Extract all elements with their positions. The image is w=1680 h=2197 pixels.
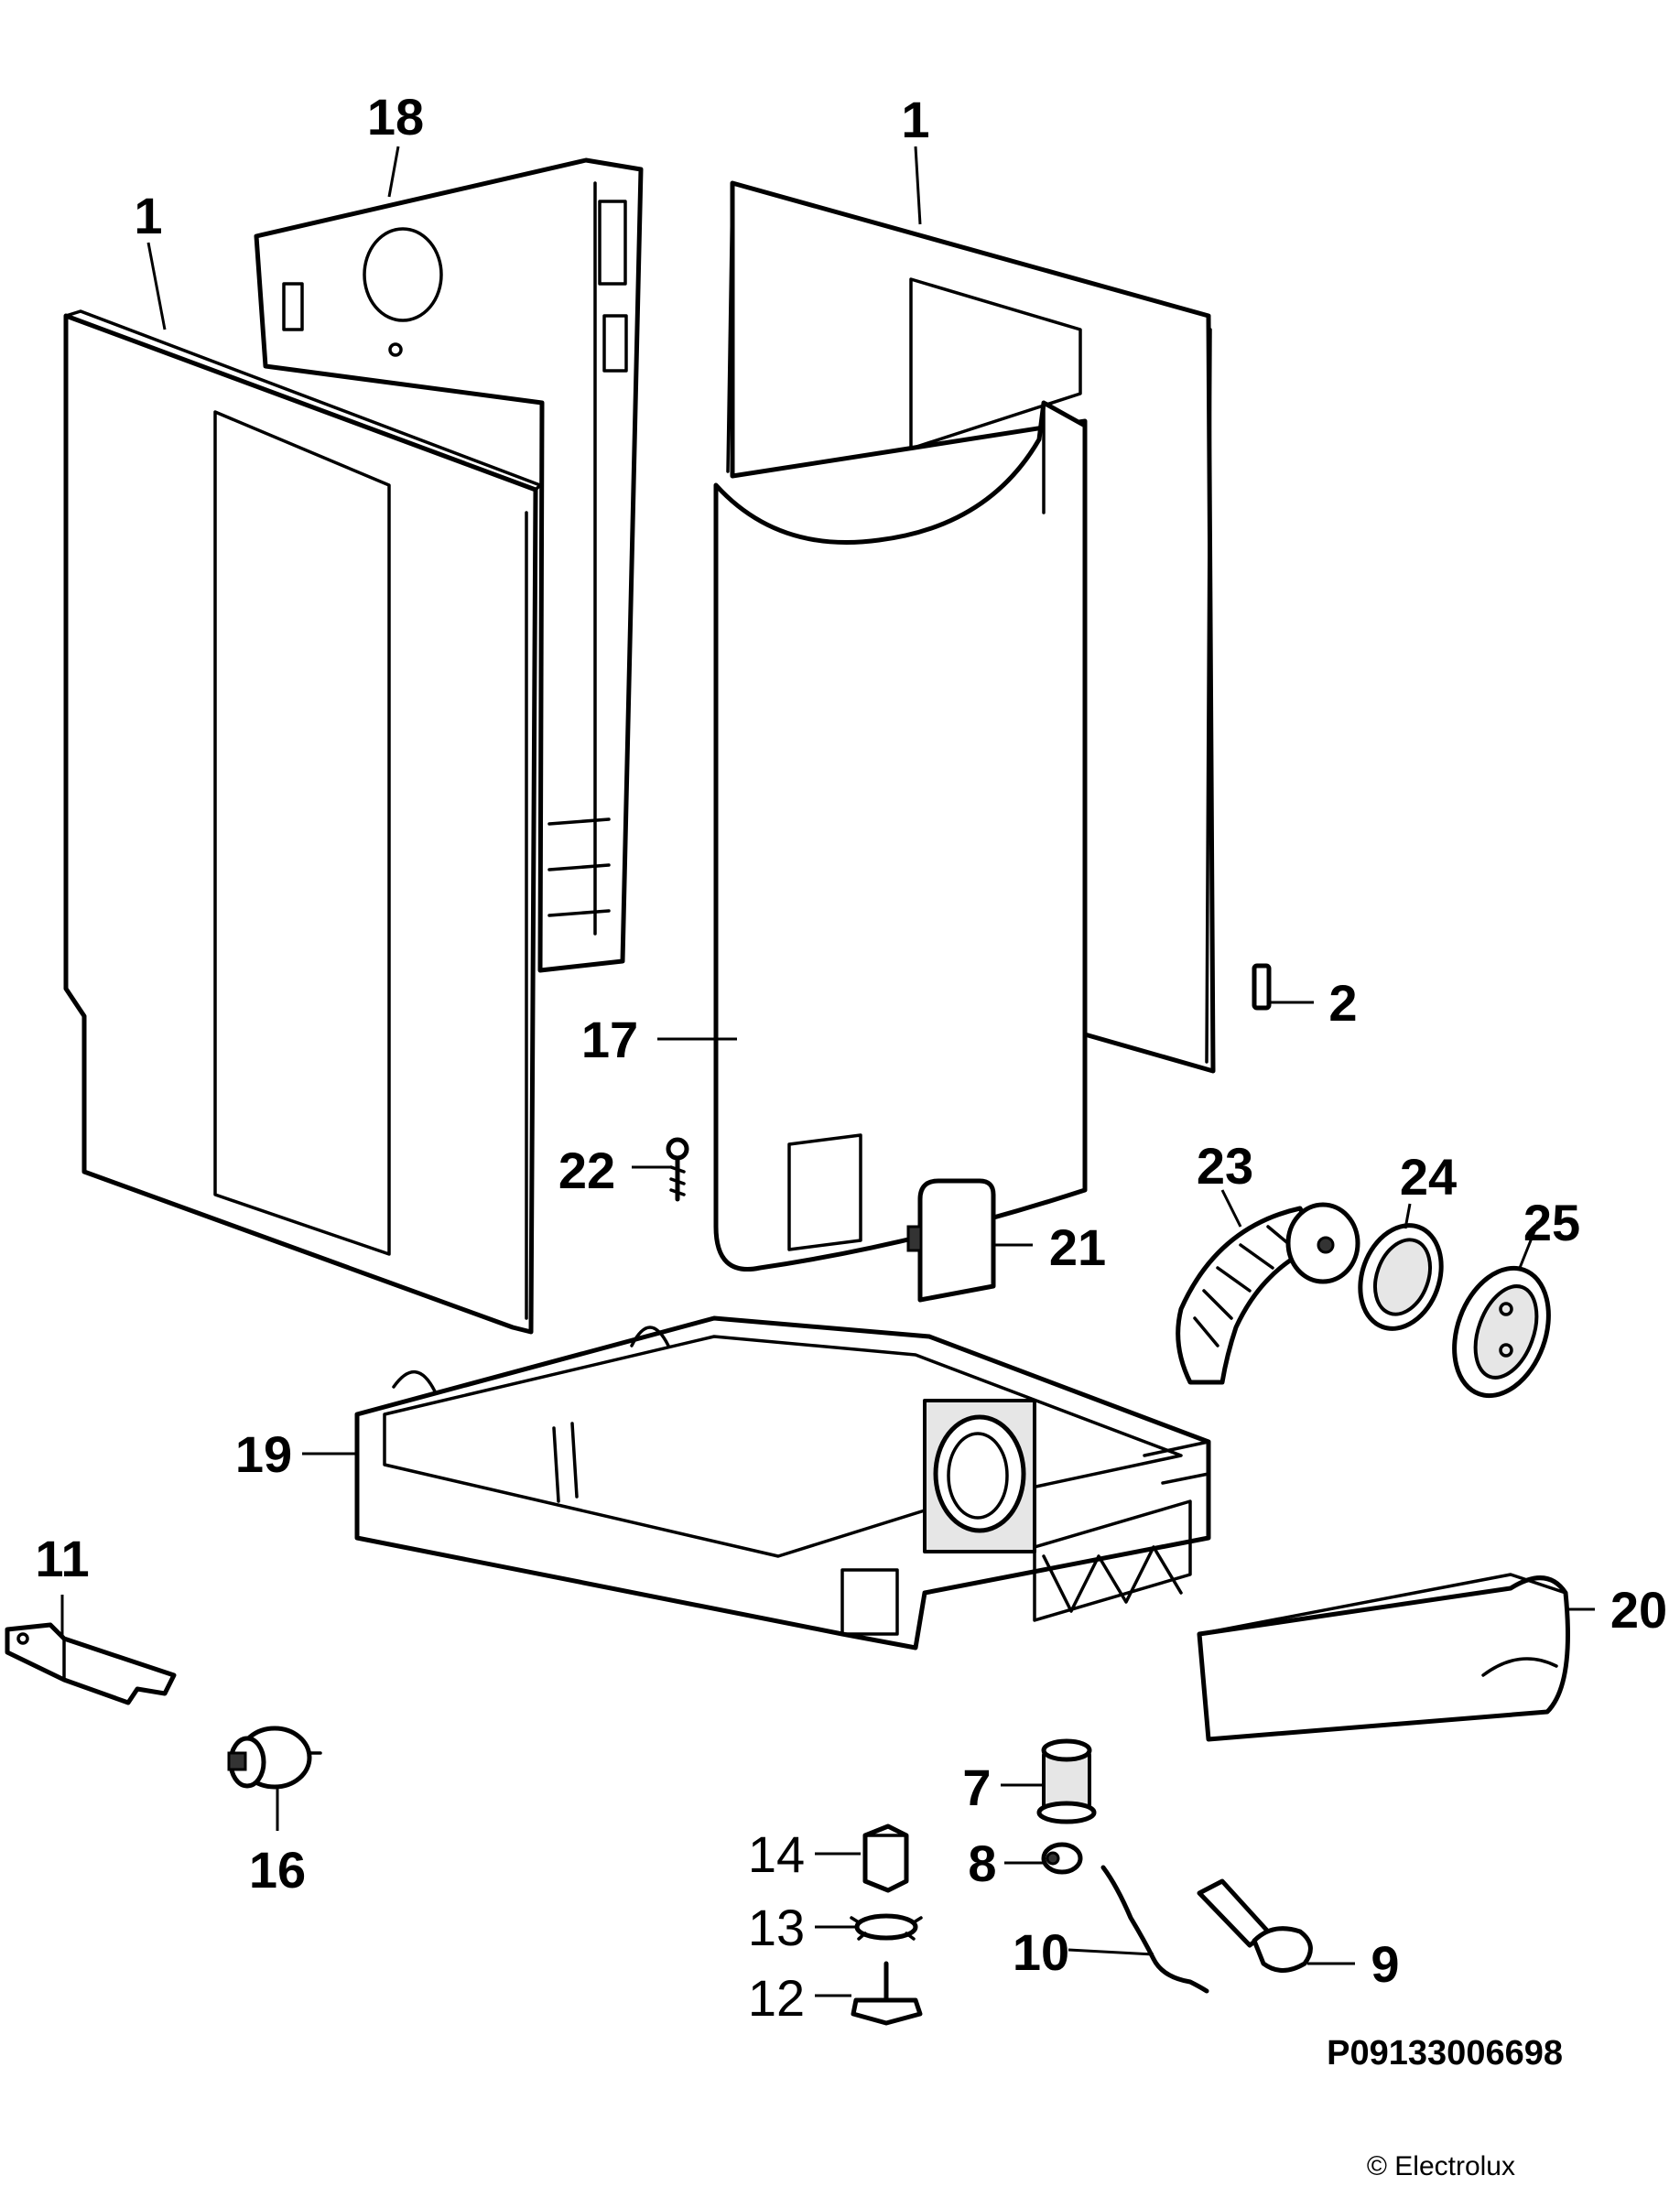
- callout-24: 24: [1400, 1148, 1457, 1206]
- callout-16: 16: [249, 1841, 306, 1899]
- callout-1-left: 1: [134, 187, 162, 244]
- part-10-wire-rod: [1100, 1865, 1209, 1994]
- callout-9: 9: [1371, 1935, 1399, 1993]
- part-19-base-frame: [354, 1315, 1211, 1650]
- part-24-seal-ring: [1358, 1223, 1444, 1331]
- part-25-filter-cap: [1452, 1265, 1551, 1399]
- part-18-rear-panel: [254, 157, 644, 973]
- copyright-notice: © Electrolux: [1366, 2151, 1515, 2181]
- callout-11: 11: [35, 1530, 89, 1587]
- callout-23: 23: [1197, 1137, 1253, 1195]
- callout-20: 20: [1610, 1581, 1667, 1639]
- part-8-nut: [1041, 1842, 1083, 1875]
- part-1-left-side-panel: [63, 309, 542, 1335]
- part-12-adjustable-foot: [851, 1961, 923, 2026]
- callout-13: 13: [748, 1899, 805, 1956]
- part-23-sump-hose: [1176, 1202, 1360, 1385]
- callout-22: 22: [558, 1142, 615, 1199]
- callout-1-right: 1: [901, 91, 929, 148]
- callout-12: 12: [748, 1969, 805, 2027]
- part-7-foot: [1036, 1738, 1097, 1824]
- callout-8: 8: [968, 1834, 996, 1892]
- part-2-clip: [1252, 963, 1272, 1011]
- part-1-right-side-panel: [726, 180, 1216, 1074]
- callout-7: 7: [962, 1759, 991, 1816]
- callout-25: 25: [1523, 1194, 1580, 1251]
- part-11-bracket: [5, 1622, 177, 1705]
- callout-10: 10: [1013, 1923, 1069, 1981]
- part-13-washer: [850, 1913, 923, 1941]
- document-reference-number: P09133006698: [1327, 2034, 1563, 2073]
- callout-14: 14: [748, 1825, 805, 1883]
- part-20-kick-plate: [1197, 1573, 1570, 1742]
- part-16-foot-bushing: [227, 1726, 322, 1790]
- part-22-screw: [666, 1137, 689, 1202]
- callout-19: 19: [235, 1425, 292, 1483]
- part-21-cover-flap: [906, 1178, 996, 1303]
- leader-lines: [60, 146, 1595, 1997]
- callout-21: 21: [1049, 1218, 1106, 1276]
- callout-2: 2: [1328, 974, 1357, 1032]
- callout-18: 18: [367, 88, 424, 146]
- part-14-spacer: [862, 1824, 909, 1893]
- part-9-lever: [1197, 1878, 1313, 1973]
- callout-17: 17: [581, 1011, 638, 1068]
- part-17-front-panel: [713, 400, 1088, 1272]
